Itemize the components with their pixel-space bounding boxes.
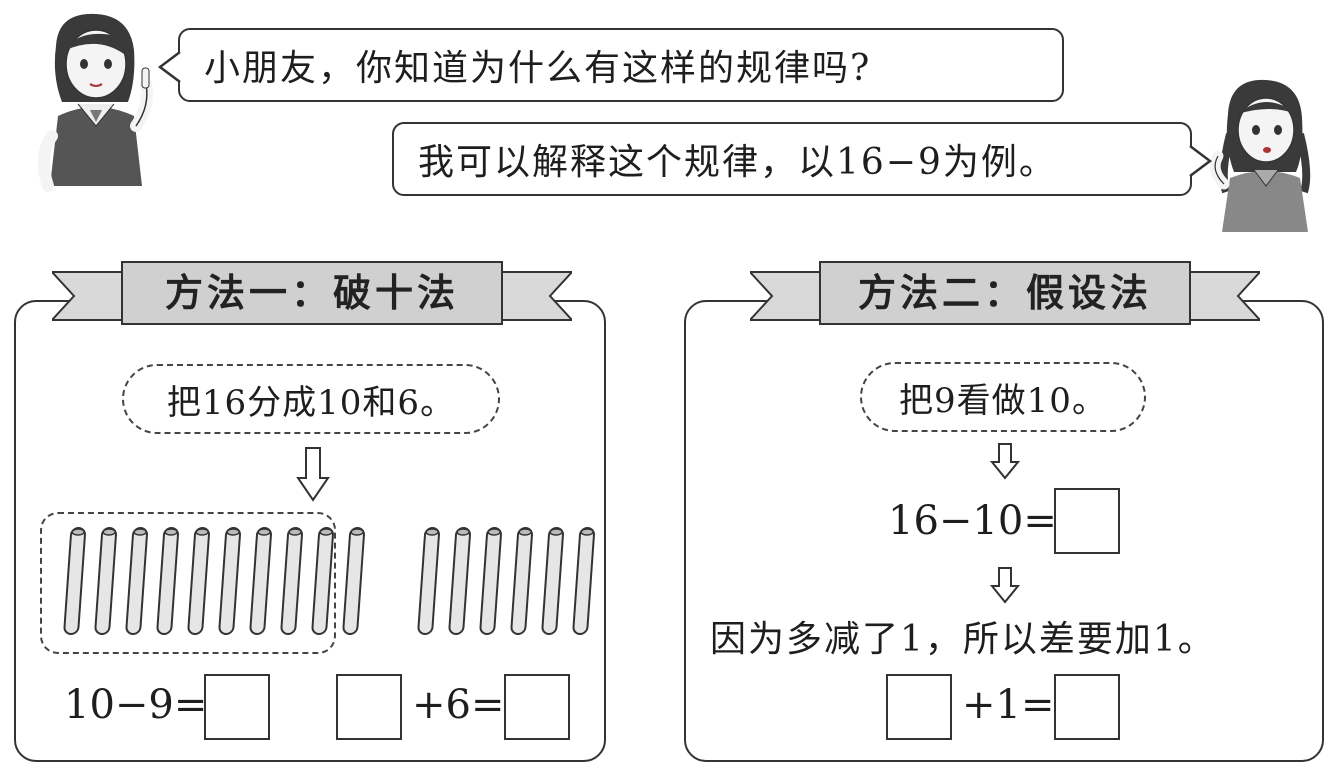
answer-box-3[interactable] xyxy=(504,674,570,740)
counting-stick xyxy=(157,528,178,634)
counting-stick xyxy=(449,528,470,634)
method2-reason-text: 因为多减了1，所以差要加1。 xyxy=(710,610,1216,662)
counting-stick xyxy=(250,528,271,634)
counting-stick xyxy=(188,528,209,634)
method1-title: 方法一：破十法 xyxy=(122,266,502,320)
counting-stick xyxy=(418,528,439,634)
teacher-figure xyxy=(18,6,168,192)
counting-stick xyxy=(480,528,501,634)
teacher-speech-bubble: 小朋友，你知道为什么有这样的规律吗? xyxy=(178,28,1064,102)
answer-box-4[interactable] xyxy=(1054,488,1120,554)
method2-step: 把9看做10。 xyxy=(860,362,1146,432)
teacher-question-text: 小朋友，你知道为什么有这样的规律吗? xyxy=(204,39,871,91)
counting-stick xyxy=(126,528,147,634)
method1-step: 把16分成10和6。 xyxy=(122,364,500,434)
method2-eq1-text: 16−10= xyxy=(888,498,1057,544)
answer-box-5[interactable] xyxy=(886,674,952,740)
counting-stick xyxy=(219,528,240,634)
counting-stick xyxy=(542,528,563,634)
bubble1-tail xyxy=(158,50,182,84)
counting-stick xyxy=(312,528,333,634)
counting-stick xyxy=(64,528,85,634)
bubble2-tail xyxy=(1188,144,1212,178)
answer-box-1[interactable] xyxy=(204,674,270,740)
counting-stick xyxy=(343,528,364,634)
down-arrow-icon xyxy=(990,566,1020,604)
answer-box-2[interactable] xyxy=(336,674,402,740)
counting-sticks xyxy=(40,520,600,650)
counting-stick xyxy=(573,528,594,634)
student-figure xyxy=(1200,74,1325,234)
counting-stick xyxy=(95,528,116,634)
answer-box-6[interactable] xyxy=(1054,674,1120,740)
method1-eq1-text: 10−9= xyxy=(64,682,207,728)
method2-eq2-text: +1= xyxy=(962,682,1054,728)
counting-stick xyxy=(281,528,302,634)
student-answer-text: 我可以解释这个规律，以16−9为例。 xyxy=(418,133,1057,185)
method1-eq2-text: +6= xyxy=(412,682,504,728)
counting-stick xyxy=(511,528,532,634)
down-arrow-icon xyxy=(296,446,330,502)
method2-title: 方法二：假设法 xyxy=(820,266,1190,320)
down-arrow-icon xyxy=(990,442,1020,480)
student-speech-bubble: 我可以解释这个规律，以16−9为例。 xyxy=(392,122,1192,196)
